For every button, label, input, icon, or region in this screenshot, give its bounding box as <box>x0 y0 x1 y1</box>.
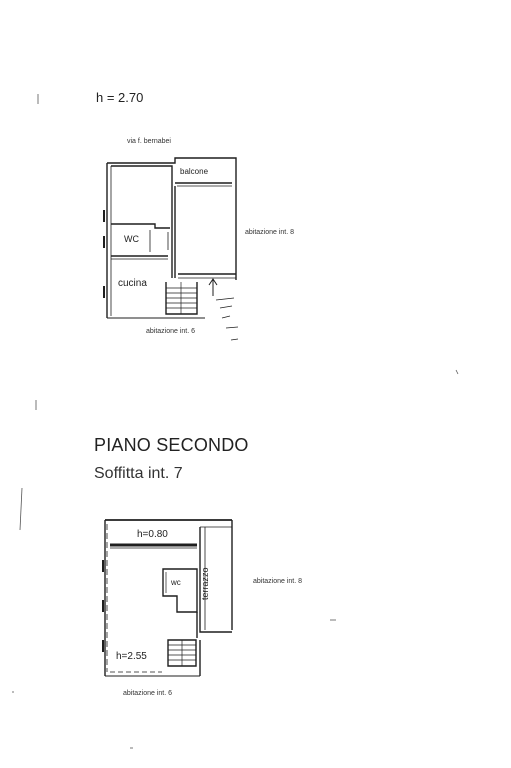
upper-floor-height-label: h = 2.70 <box>96 90 144 105</box>
floor-subtitle: Soffitta int. 7 <box>94 465 183 482</box>
room-label-wc-upper: WC <box>124 234 139 244</box>
room-label-terrazzo: terrazzo <box>200 567 210 600</box>
neighbor-label-right-upper: abitazione int. 8 <box>245 229 295 236</box>
height-label-low: h=0.80 <box>137 529 168 540</box>
street-label: via f. bernabei <box>127 138 171 145</box>
neighbor-label-right-second: abitazione int. 8 <box>253 578 303 585</box>
room-label-wc-second: wc <box>171 578 181 587</box>
floor-title: PIANO SECONDO <box>94 435 249 455</box>
wall-top-right <box>107 157 237 280</box>
room-label-balcone: balcone <box>180 167 209 176</box>
second-floor-plan <box>102 519 233 677</box>
scan-artifacts <box>12 94 459 749</box>
neighbor-label-bottom-second: abitazione int. 6 <box>123 690 173 697</box>
room-label-cucina: cucina <box>118 278 147 289</box>
upper-floor-plan <box>103 157 239 341</box>
height-label-high: h=2.55 <box>116 651 147 662</box>
neighbor-label-bottom-upper: abitazione int. 6 <box>146 328 196 335</box>
